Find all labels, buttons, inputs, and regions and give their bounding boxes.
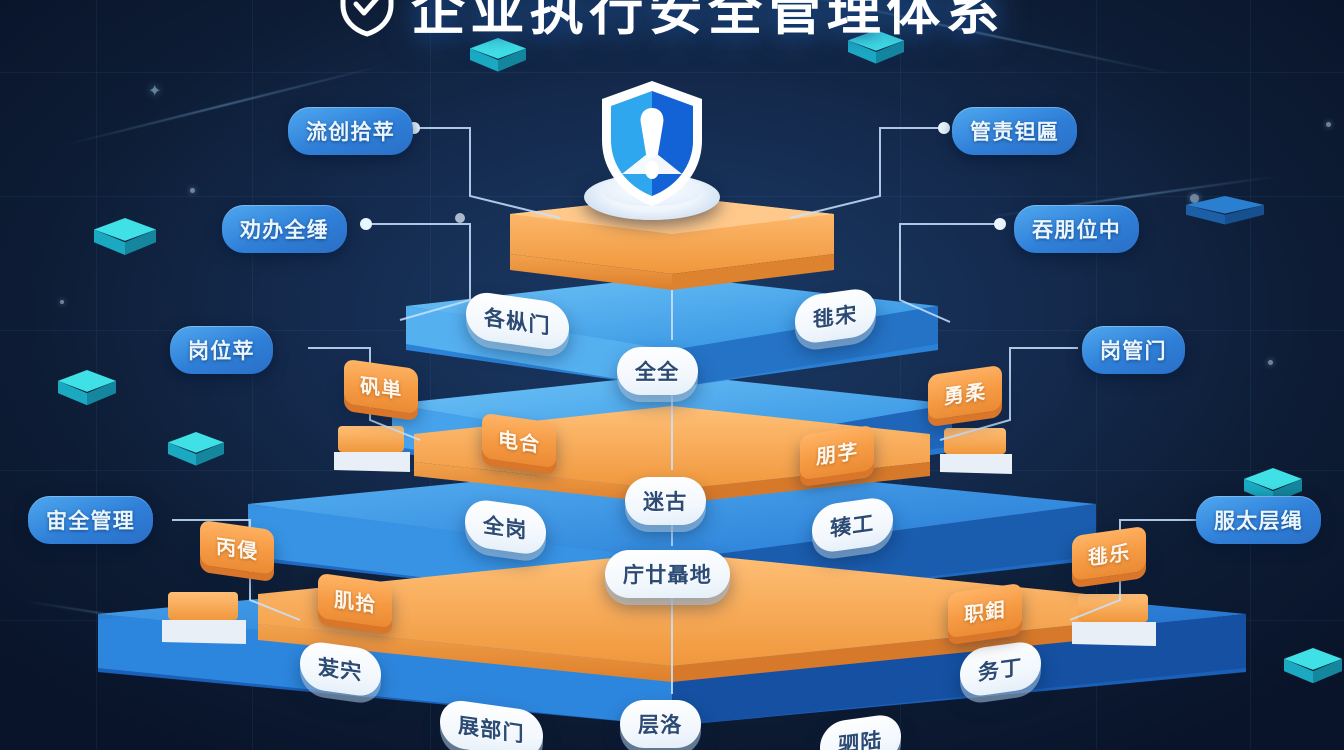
outer-label-left[interactable]: 流创拾苹 bbox=[288, 107, 414, 155]
shield-check-icon bbox=[340, 0, 394, 36]
decor-cube bbox=[470, 38, 526, 78]
tier-label-center[interactable]: 迷古 bbox=[625, 477, 706, 525]
outer-label-right[interactable]: 吞朋位中 bbox=[1014, 205, 1140, 253]
outer-label-left[interactable]: 岗位苹 bbox=[170, 326, 273, 374]
tier-label-center[interactable]: 层洛 bbox=[620, 700, 701, 748]
decor-cube bbox=[168, 432, 224, 472]
connector-lines bbox=[172, 127, 1200, 694]
outer-label-right[interactable]: 服太层绳 bbox=[1196, 496, 1322, 544]
center-shield-emblem bbox=[584, 78, 720, 220]
pyramid-riser-blocks bbox=[162, 426, 1156, 646]
decor-cube bbox=[1284, 648, 1342, 690]
outer-label-right[interactable]: 管责钽匾 bbox=[952, 107, 1078, 155]
decor-cube bbox=[1186, 196, 1264, 230]
tier-label-center[interactable]: 全全 bbox=[617, 347, 698, 395]
decor-cube bbox=[94, 218, 156, 262]
decor-cube bbox=[848, 30, 904, 70]
decor-cube bbox=[58, 370, 116, 412]
page-title-bar: 企业执行安全管理体系 bbox=[0, 0, 1344, 45]
outer-label-left[interactable]: 宙全管理 bbox=[28, 496, 154, 544]
sparkle-icon: ✦ bbox=[148, 83, 162, 100]
tier-label-center[interactable]: 庁廿聶地 bbox=[605, 550, 731, 598]
page-title: 企业执行安全管理体系 bbox=[411, 0, 1005, 41]
outer-label-right[interactable]: 岗管门 bbox=[1082, 326, 1185, 374]
shield-warning-icon bbox=[602, 81, 702, 206]
outer-label-left[interactable]: 劝办全缍 bbox=[222, 205, 348, 253]
